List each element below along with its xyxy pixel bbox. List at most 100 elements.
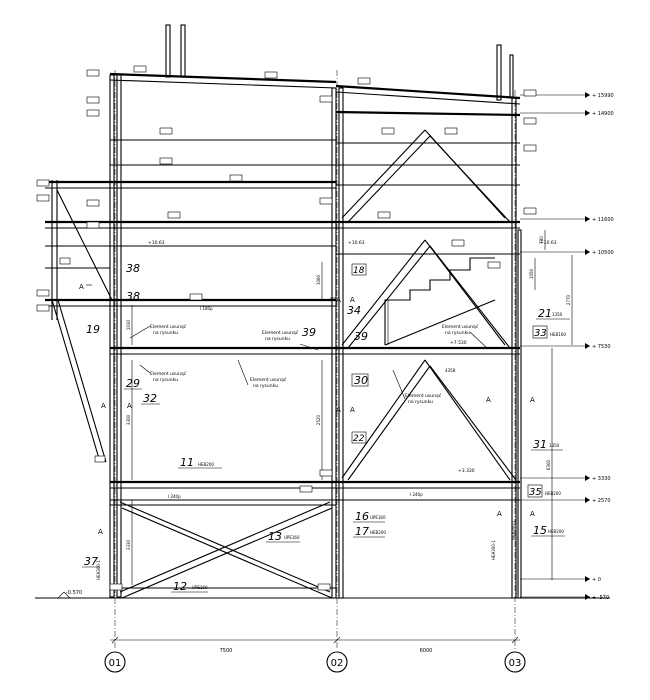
- svg-text:Element usunąć: Element usunąć: [405, 392, 442, 399]
- vertical-dimensions: 2770 6300 1050 780 3300 2520 3330 1060 1…: [126, 230, 573, 585]
- elev-small-5: +3.330: [458, 468, 475, 474]
- small-text-7: HEA300-1: [96, 560, 101, 580]
- svg-text:na rysunku: na rysunku: [445, 330, 470, 336]
- grid-axis-lines: [114, 70, 516, 650]
- svg-text:38: 38: [126, 262, 140, 275]
- member-tag-34: 34: [347, 304, 361, 317]
- member-tag-16: 16 UPE160: [353, 510, 386, 523]
- member-tag-39: 39 39: [302, 326, 368, 343]
- svg-text:39: 39: [302, 326, 316, 339]
- svg-text:1060: 1060: [316, 274, 321, 285]
- svg-text:39: 39: [354, 330, 368, 343]
- level-0: + 0: [520, 576, 601, 583]
- member-tag-21: 21 1350: [536, 307, 570, 320]
- small-text-3: I 240p: [410, 492, 423, 497]
- svg-text:+ 10500: + 10500: [592, 250, 614, 256]
- section-mark-11: A: [497, 510, 502, 518]
- svg-text:16: 16: [355, 510, 369, 523]
- small-text-1: I 180p: [200, 306, 213, 311]
- member-tag-30: 30: [351, 373, 369, 387]
- svg-text:+ 7530: + 7530: [592, 344, 611, 350]
- svg-text:33: 33: [534, 328, 547, 339]
- svg-text:UPE160: UPE160: [192, 585, 208, 590]
- svg-text:1350: 1350: [549, 443, 560, 448]
- svg-text:+ 11600: + 11600: [592, 217, 614, 223]
- member-tag-13: 13 UPE160: [266, 530, 300, 543]
- svg-text:A: A: [336, 406, 341, 414]
- section-mark-10: A: [98, 528, 103, 536]
- svg-text:na rysunku: na rysunku: [265, 336, 290, 342]
- small-text-6: HEA300-1: [511, 520, 516, 540]
- svg-text:37: 37: [84, 555, 98, 568]
- removal-notes: Element usunąć na rysunku Element usunąć…: [129, 323, 488, 405]
- svg-text:29: 29: [126, 377, 140, 390]
- note-4: Element usunąć na rysunku: [237, 359, 287, 389]
- svg-text:UPE160: UPE160: [284, 535, 300, 540]
- section-mark-8: A: [486, 396, 491, 404]
- svg-text:na rysunku: na rysunku: [153, 330, 178, 336]
- svg-text:+ 3330: + 3330: [592, 476, 611, 482]
- svg-text:15: 15: [533, 524, 547, 537]
- svg-text:Element usunąć: Element usunąć: [262, 329, 299, 336]
- svg-text:A: A: [350, 296, 355, 304]
- section-mark-3: A: [350, 296, 355, 304]
- small-text-4: 4358: [445, 368, 456, 373]
- member-tag-35: 35 HEB200: [527, 484, 561, 498]
- svg-text:31: 31: [533, 438, 547, 451]
- axis-bubble-01: 01: [104, 651, 126, 673]
- svg-text:18: 18: [353, 266, 365, 276]
- svg-text:A: A: [336, 296, 341, 304]
- level-markers: + 15990 + 14900 + 11600 + 10500 + 7530 +…: [520, 92, 614, 601]
- section-mark-7: A: [350, 406, 355, 414]
- svg-text:3330: 3330: [126, 539, 131, 550]
- member-tag-33: 33 HEB160: [532, 325, 566, 339]
- braces: [51, 129, 517, 599]
- svg-text:+ 14900: + 14900: [592, 111, 614, 117]
- note-5: Element usunąć na rysunku: [392, 369, 442, 405]
- elev-small-4: +7.530: [450, 340, 467, 346]
- svg-text:32: 32: [143, 392, 157, 405]
- member-tag-15: 15 HEB200: [531, 524, 565, 537]
- svg-text:19: 19: [86, 323, 100, 336]
- level-11600: + 11600: [520, 216, 614, 223]
- level-14900: + 14900: [520, 110, 614, 117]
- svg-text:1350: 1350: [552, 312, 563, 317]
- section-mark-9: A: [530, 396, 535, 404]
- svg-text:Element usunąć: Element usunąć: [442, 323, 479, 330]
- member-tag-17: 17 HEB200: [353, 525, 386, 538]
- svg-text:11: 11: [180, 456, 194, 469]
- member-tags: 11 HEB200 12 UPE160 13 UPE160 15 HEB200 …: [82, 262, 570, 593]
- svg-text:12: 12: [173, 580, 187, 593]
- svg-text:HEB200: HEB200: [198, 462, 214, 467]
- svg-text:A: A: [98, 528, 103, 536]
- svg-text:Element usunąć: Element usunąć: [150, 370, 187, 377]
- svg-text:1050: 1050: [529, 268, 534, 279]
- svg-text:Element usunąć: Element usunąć: [250, 376, 287, 383]
- svg-text:+ 0: + 0: [592, 577, 601, 583]
- svg-text:3300: 3300: [126, 414, 131, 425]
- span-label-2: 6000: [420, 648, 433, 654]
- section-mark-4: A: [101, 402, 106, 410]
- columns: [51, 24, 522, 599]
- svg-text:+ 15990: + 15990: [592, 93, 614, 99]
- member-tag-29: 29: [124, 377, 142, 390]
- svg-text:A: A: [486, 396, 491, 404]
- note-3: Element usunąć na rysunku: [139, 364, 187, 383]
- member-tag-38: 38 38: [126, 262, 140, 303]
- axis-bubble-02: 02: [326, 651, 348, 673]
- svg-text:A: A: [350, 406, 355, 414]
- elev-small-1: +10.63: [148, 240, 165, 246]
- svg-text:2520: 2520: [316, 414, 321, 425]
- svg-text:HEB200: HEB200: [548, 529, 564, 534]
- small-text-2: I 240p: [168, 494, 181, 499]
- span-dimension: 7500 6000: [110, 636, 520, 654]
- svg-text:2770: 2770: [566, 294, 571, 305]
- svg-text:na rysunku: na rysunku: [153, 377, 178, 383]
- level-10500: + 10500: [520, 249, 614, 256]
- svg-text:HEB160: HEB160: [550, 332, 566, 337]
- svg-text:38: 38: [126, 290, 140, 303]
- svg-text:6300: 6300: [546, 459, 551, 470]
- member-tag-36: 36: [355, 512, 369, 525]
- axis-bubble-03: 03: [504, 651, 526, 673]
- svg-text:A: A: [101, 402, 106, 410]
